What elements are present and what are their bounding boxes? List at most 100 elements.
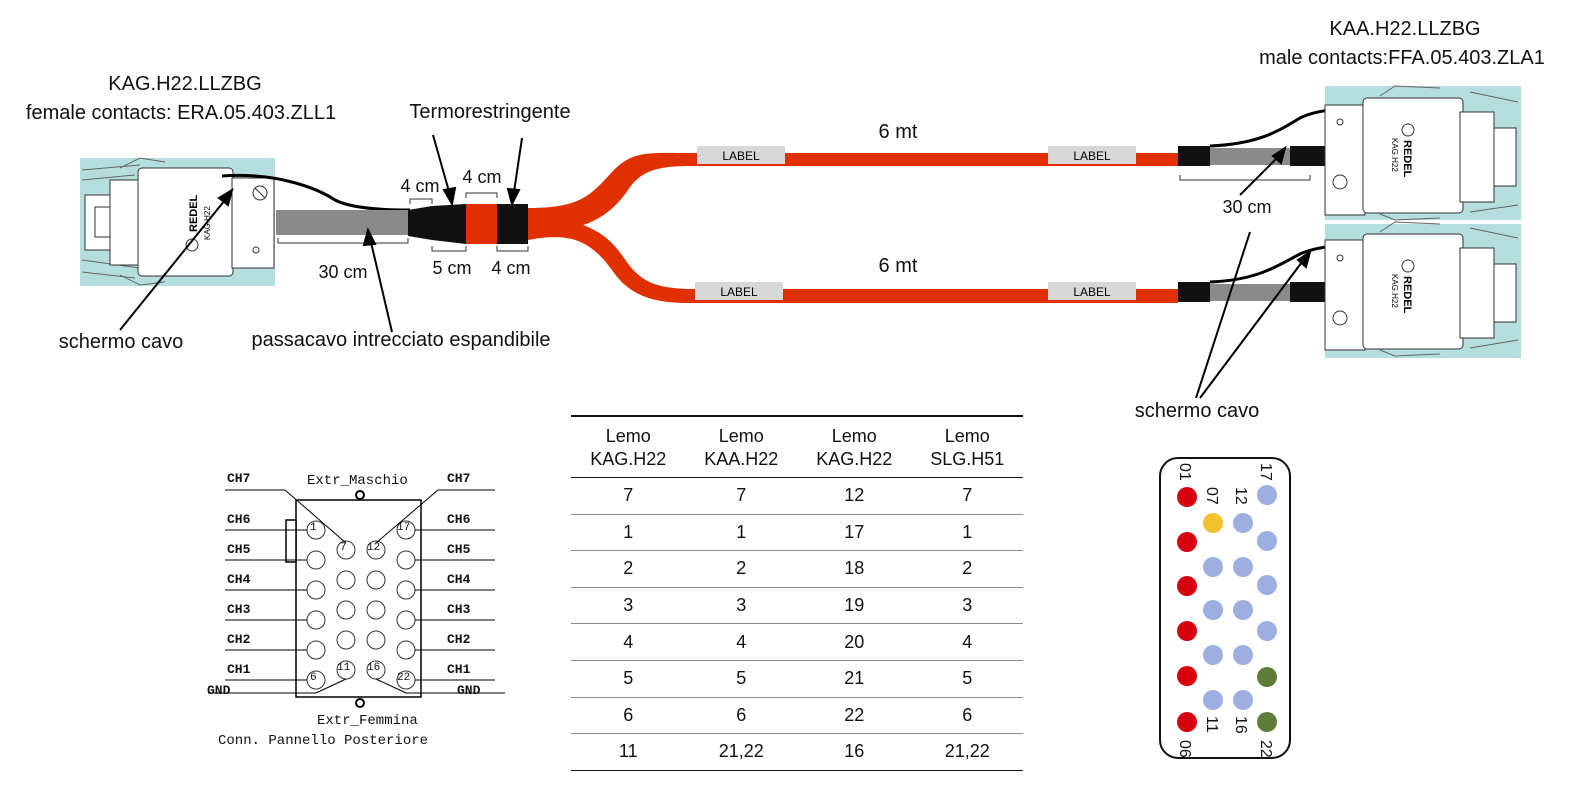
- face-label-22: 22: [1257, 740, 1274, 758]
- heat-shrink-label: Termorestringente: [409, 101, 571, 123]
- ch2-left: CH2: [227, 632, 251, 647]
- ch1-left: CH1: [227, 662, 251, 677]
- pin-6-label: 6: [310, 672, 317, 684]
- panel-labels: CH7 CH6 CH5 CH4 CH3 CH2 CH1 GND CH7 CH6 …: [200, 465, 510, 755]
- pin-dot: [1203, 645, 1223, 665]
- left-connector: REDEL KAG.H22: [80, 157, 275, 286]
- gnd-left: GND: [207, 683, 231, 698]
- right-connector-bottom: REDEL KAG.H22: [1324, 221, 1521, 358]
- pin-dot: [1203, 690, 1223, 710]
- shield-left-label: schermo cavo: [58, 331, 184, 353]
- pin-dot: [1233, 690, 1253, 710]
- ch2-right: CH2: [447, 632, 471, 647]
- dim-30cm-left: 30 cm: [318, 262, 368, 282]
- dim-4cm-b: 4 cm: [462, 167, 502, 187]
- face-label-07: 07: [1203, 487, 1220, 505]
- pin-dot: [1177, 621, 1197, 641]
- face-pins: [1177, 485, 1277, 732]
- pin-17-label: 17: [397, 522, 411, 534]
- heat-shrink-band: [497, 204, 528, 244]
- face-label-17: 17: [1257, 463, 1274, 481]
- pin-dot: [1203, 557, 1223, 577]
- gnd-right: GND: [457, 683, 481, 698]
- panel-pinout-diagram: [208, 489, 505, 708]
- right-top-brand: REDEL: [1401, 140, 1413, 178]
- pin-dot: [1257, 712, 1277, 732]
- pin-dot: [1177, 666, 1197, 686]
- right-connector-model: KAA.H22.LLZBG: [1329, 18, 1481, 40]
- pin-dot: [1257, 485, 1277, 505]
- ch3-left: CH3: [227, 602, 251, 617]
- pin-dot: [1177, 487, 1197, 507]
- label-tag-4: LABEL: [1073, 285, 1111, 299]
- pin-dot: [1257, 575, 1277, 595]
- face-label-12: 12: [1232, 487, 1249, 505]
- callout-arrows: [119, 134, 1312, 399]
- face-label-01: 01: [1176, 463, 1193, 481]
- left-connector-contacts: female contacts: ERA.05.403.ZLL1: [25, 102, 337, 124]
- panel-caption: Conn. Pannello Posteriore: [218, 733, 429, 749]
- right-bottom-brand: REDEL: [1401, 276, 1413, 314]
- ch6-left: CH6: [227, 512, 251, 527]
- ch4-left: CH4: [227, 572, 251, 587]
- dimension-brackets: [277, 175, 1311, 252]
- ch5-left: CH5: [227, 542, 251, 557]
- right-connector-top: REDEL KAG.H22: [1324, 85, 1521, 221]
- ch7-right: CH7: [447, 471, 471, 486]
- pin-dot: [1177, 532, 1197, 552]
- shield-right-label: schermo cavo: [1134, 400, 1260, 422]
- pin-dot: [1177, 576, 1197, 596]
- pin-16-label: 16: [367, 662, 381, 674]
- shield-wire-left: [221, 173, 411, 212]
- ch7-left: CH7: [227, 471, 251, 486]
- pin-dot: [1203, 600, 1223, 620]
- label-tag-2: LABEL: [1073, 149, 1111, 163]
- face-label-06: 06: [1176, 740, 1193, 758]
- pin-dot: [1233, 600, 1253, 620]
- label-tags: [695, 146, 1136, 300]
- label-tag-1: LABEL: [722, 149, 760, 163]
- face-label-16: 16: [1232, 716, 1249, 734]
- right-bottom-body-text: KAG.H22: [1390, 274, 1399, 308]
- dim-4cm-a: 4 cm: [400, 176, 440, 196]
- pin-dot: [1233, 645, 1253, 665]
- connector-face-color-map: 01 07 12 17 06 11 16 22: [1159, 457, 1291, 759]
- length-bottom-label: 6 mt: [878, 255, 918, 277]
- dim-30cm-right: 30 cm: [1222, 197, 1272, 217]
- label-tag-3: LABEL: [720, 285, 758, 299]
- ch6-right: CH6: [447, 512, 471, 527]
- pin-22-label: 22: [397, 672, 411, 684]
- braided-sleeve-label: passacavo intrecciato espandibile: [251, 329, 551, 351]
- pin-dot: [1203, 513, 1223, 533]
- braided-sleeve-left: [276, 210, 410, 235]
- ch4-right: CH4: [447, 572, 471, 587]
- extr-maschio-label: Extr_Maschio: [307, 473, 408, 489]
- pin-dot: [1177, 712, 1197, 732]
- pin-dot: [1257, 531, 1277, 551]
- face-label-11: 11: [1203, 716, 1220, 733]
- left-connector-model: KAG.H22.LLZBG: [108, 73, 262, 95]
- dim-5cm: 5 cm: [432, 258, 472, 278]
- ch5-right: CH5: [447, 542, 471, 557]
- pin-12-label: 12: [367, 542, 381, 554]
- ch3-right: CH3: [447, 602, 471, 617]
- pin-dot: [1257, 621, 1277, 641]
- heat-shrink-boot: [408, 204, 466, 244]
- pin-7-label: 7: [340, 542, 347, 554]
- pin-1-label: 1: [310, 522, 317, 534]
- dim-4cm-c: 4 cm: [491, 258, 531, 278]
